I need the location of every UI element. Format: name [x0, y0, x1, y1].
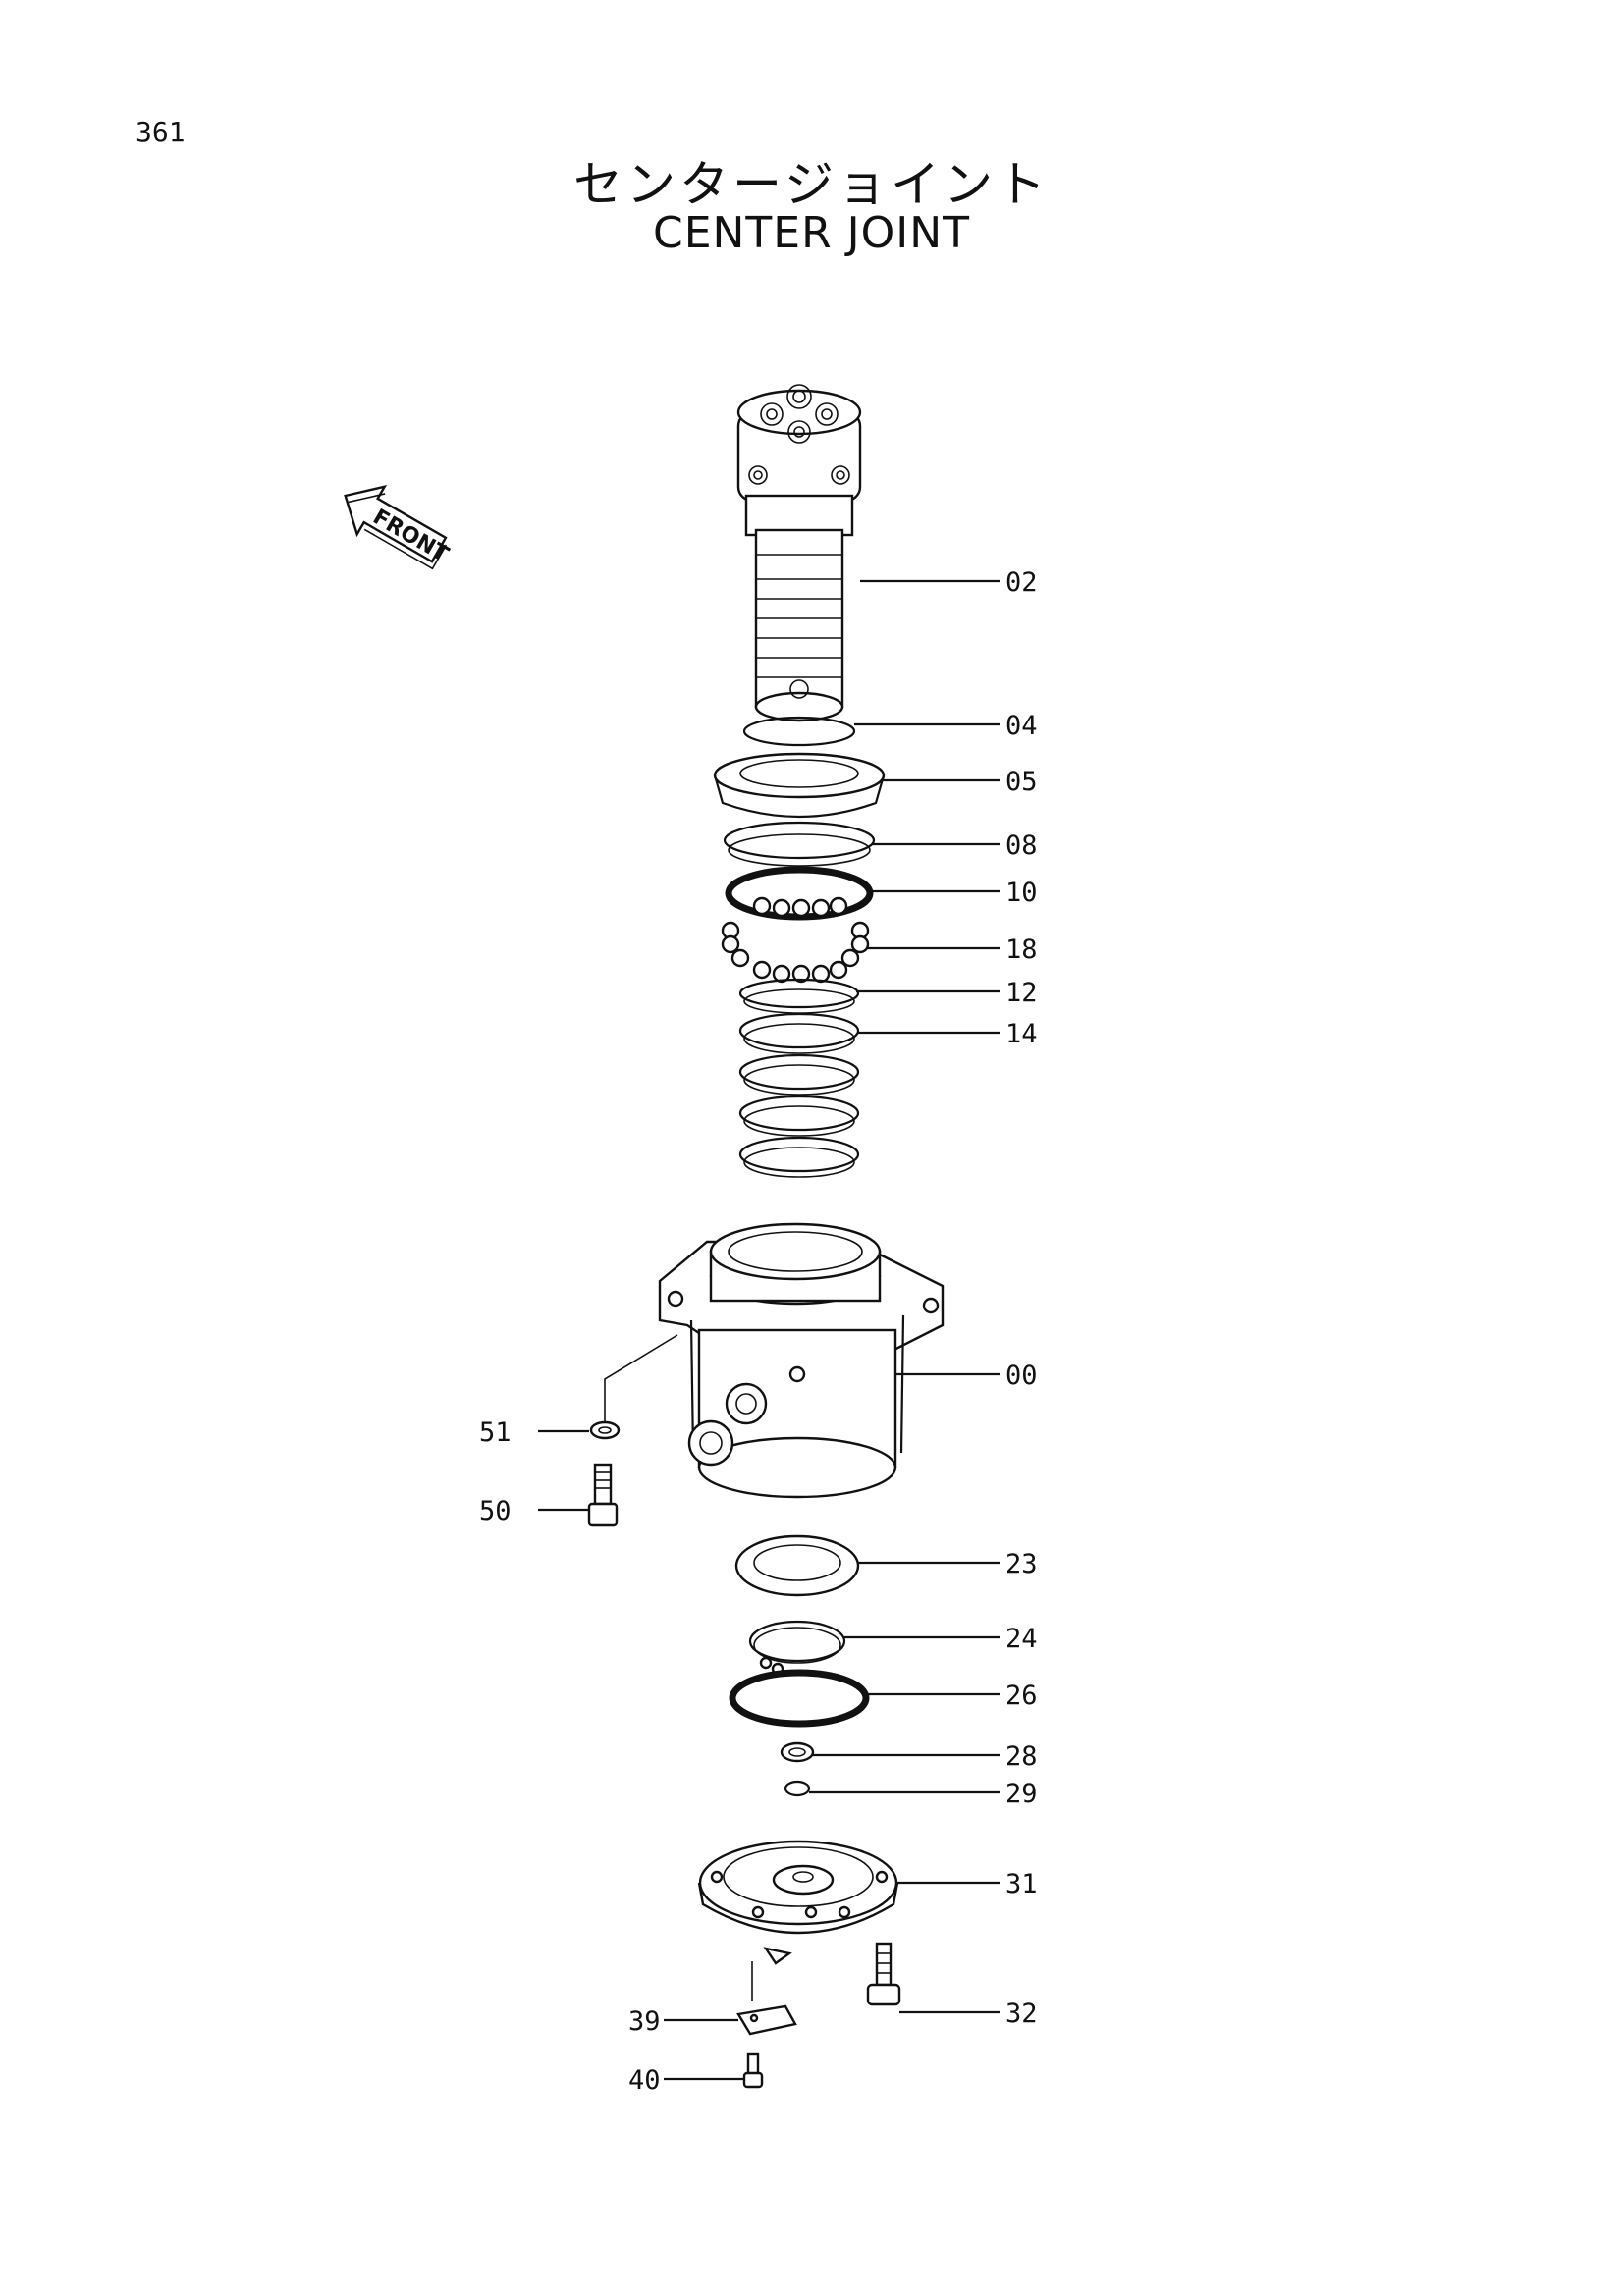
oring-part-10 [725, 866, 874, 921]
bolt-part-32 [866, 1942, 901, 2006]
callout-labels: 02 04 05 08 10 18 12 14 00 51 50 23 24 2… [479, 567, 1038, 2096]
callout-29: 29 [1005, 1779, 1038, 1809]
callout-40: 40 [628, 2065, 661, 2096]
cover-part-31 [697, 1840, 899, 1965]
callout-51: 51 [479, 1417, 512, 1448]
ring-part-04 [742, 716, 856, 747]
title-japanese: センタージョイント [573, 156, 1050, 213]
callout-26: 26 [1005, 1681, 1038, 1711]
callout-31: 31 [1005, 1869, 1038, 1899]
bolt-part-50 [587, 1463, 619, 1527]
ring-part-08 [723, 821, 876, 867]
oring-part-26 [729, 1669, 870, 1728]
callout-32: 32 [1005, 1999, 1038, 2029]
callout-02: 02 [1005, 567, 1038, 598]
snap-ring-part-24 [748, 1620, 846, 1676]
oring-part-29 [784, 1780, 811, 1797]
title-english: CENTER JOINT [652, 208, 971, 258]
ball-bearing-part-18 [721, 896, 870, 984]
page-number: 361 [135, 116, 186, 148]
seal-stack-part-14 [738, 1012, 860, 1178]
callout-00: 00 [1005, 1361, 1038, 1391]
callout-10: 10 [1005, 878, 1038, 908]
callout-23: 23 [1005, 1549, 1038, 1579]
callout-12: 12 [1005, 978, 1038, 1008]
callout-28: 28 [1005, 1741, 1038, 1772]
housing-part-00 [658, 1222, 945, 1499]
washer-part-51 [589, 1334, 678, 1440]
front-arrow: FRONT [344, 484, 453, 570]
callout-05: 05 [1005, 767, 1038, 797]
callout-08: 08 [1005, 830, 1038, 861]
ring-part-12 [738, 978, 860, 1014]
plate-part-39 [736, 1961, 797, 2036]
callout-18: 18 [1005, 934, 1038, 965]
bolt-part-40 [742, 2052, 764, 2089]
leader-lines [538, 579, 1000, 2081]
callout-39: 39 [628, 2006, 661, 2037]
plate-part-23 [734, 1534, 860, 1597]
callout-04: 04 [1005, 711, 1038, 741]
callout-14: 14 [1005, 1019, 1038, 1049]
spindle-part-02 [736, 384, 862, 722]
callout-24: 24 [1005, 1624, 1038, 1654]
cover-part-05 [713, 752, 886, 819]
seal-part-28 [780, 1741, 815, 1763]
callout-50: 50 [479, 1496, 512, 1526]
